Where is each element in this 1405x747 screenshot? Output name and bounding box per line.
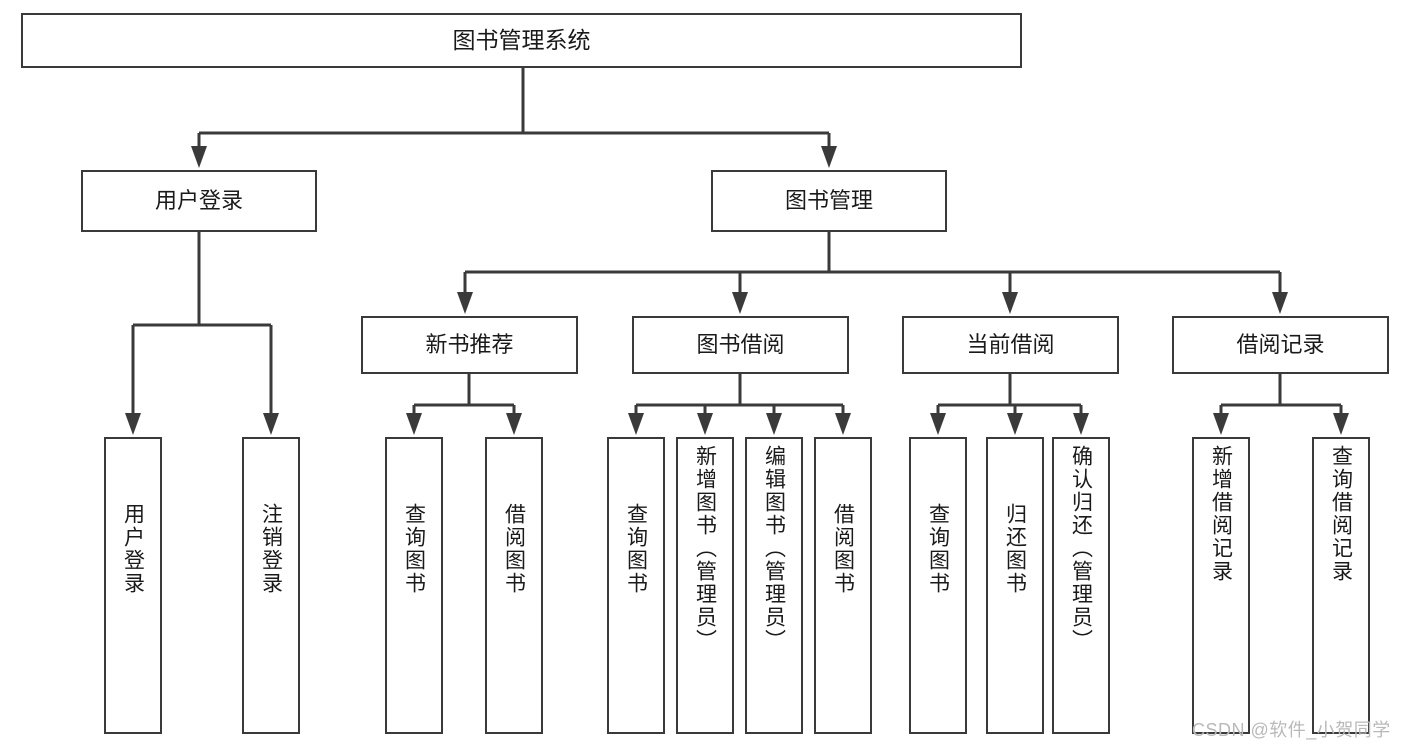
arrowhead <box>406 413 422 435</box>
node-label-borrow-record: 借阅记录 <box>1236 331 1325 357</box>
node-leaf-borrow-query-book[interactable]: 查询图书 <box>607 437 665 734</box>
node-label-leaf-borrow-book: 借阅图书 <box>831 503 855 595</box>
node-label-leaf-query-borrow-record: 查询借阅记录 <box>1329 445 1353 583</box>
arrowhead <box>1272 292 1288 314</box>
node-label-leaf-rec-query-book: 查询图书 <box>402 503 426 595</box>
node-leaf-cur-query-book[interactable]: 查询图书 <box>909 437 967 734</box>
node-borrow-record[interactable]: 借阅记录 <box>1172 316 1389 374</box>
node-label-new-book-rec: 新书推荐 <box>425 331 514 357</box>
node-leaf-return-book[interactable]: 归还图书 <box>986 437 1044 734</box>
node-label-book-manage: 图书管理 <box>784 187 873 213</box>
node-leaf-add-borrow-record[interactable]: 新增借阅记录 <box>1192 437 1250 734</box>
node-label-leaf-confirm-return-admin: 确认归还（管理员） <box>1069 445 1093 652</box>
node-label-leaf-rec-borrow-book: 借阅图书 <box>502 503 526 595</box>
arrowhead <box>1002 292 1018 314</box>
node-label-current-borrow: 当前借阅 <box>966 331 1055 357</box>
node-leaf-edit-book-admin[interactable]: 编辑图书（管理员） <box>745 437 803 734</box>
arrowhead <box>263 413 279 435</box>
node-leaf-borrow-book[interactable]: 借阅图书 <box>814 437 872 734</box>
node-book-borrow[interactable]: 图书借阅 <box>632 316 849 374</box>
node-user-login[interactable]: 用户登录 <box>81 170 317 232</box>
arrowhead <box>1333 413 1349 435</box>
node-leaf-add-book-admin[interactable]: 新增图书（管理员） <box>676 437 734 734</box>
arrowhead <box>628 413 644 435</box>
node-label-leaf-add-book-admin: 新增图书（管理员） <box>693 445 717 652</box>
node-label-leaf-borrow-query-book: 查询图书 <box>624 503 648 595</box>
arrowhead <box>191 146 207 168</box>
node-leaf-rec-borrow-book[interactable]: 借阅图书 <box>485 437 543 734</box>
node-label-user-login: 用户登录 <box>154 187 243 213</box>
arrowhead <box>697 413 713 435</box>
node-label-leaf-edit-book-admin: 编辑图书（管理员） <box>762 445 786 652</box>
node-new-book-rec[interactable]: 新书推荐 <box>361 316 578 374</box>
arrowhead <box>125 413 141 435</box>
node-leaf-rec-query-book[interactable]: 查询图书 <box>385 437 443 734</box>
node-current-borrow[interactable]: 当前借阅 <box>902 316 1119 374</box>
watermark-csdn: CSDN @软件_小贺同学 <box>1192 720 1391 740</box>
arrowhead <box>930 413 946 435</box>
arrowhead <box>821 146 837 168</box>
arrowhead <box>1073 413 1089 435</box>
arrowhead <box>732 292 748 314</box>
node-root[interactable]: 图书管理系统 <box>21 13 1022 68</box>
node-book-manage[interactable]: 图书管理 <box>711 170 947 232</box>
node-label-leaf-cur-query-book: 查询图书 <box>926 503 950 595</box>
node-label-root: 图书管理系统 <box>452 26 591 53</box>
node-label-leaf-add-borrow-record: 新增借阅记录 <box>1209 445 1233 583</box>
node-leaf-user-login[interactable]: 用户登录 <box>104 437 162 734</box>
arrowhead <box>1213 413 1229 435</box>
arrowhead <box>457 292 473 314</box>
arrowhead <box>1007 413 1023 435</box>
node-label-book-borrow: 图书借阅 <box>696 331 785 357</box>
arrowhead <box>835 413 851 435</box>
node-label-leaf-return-book: 归还图书 <box>1003 503 1027 595</box>
node-leaf-confirm-return-admin[interactable]: 确认归还（管理员） <box>1052 437 1110 734</box>
node-label-leaf-user-login: 用户登录 <box>121 503 145 595</box>
arrowhead <box>766 413 782 435</box>
arrowhead <box>506 413 522 435</box>
node-label-leaf-user-logout: 注销登录 <box>259 503 283 595</box>
node-leaf-user-logout[interactable]: 注销登录 <box>242 437 300 734</box>
node-leaf-query-borrow-record[interactable]: 查询借阅记录 <box>1312 437 1370 734</box>
